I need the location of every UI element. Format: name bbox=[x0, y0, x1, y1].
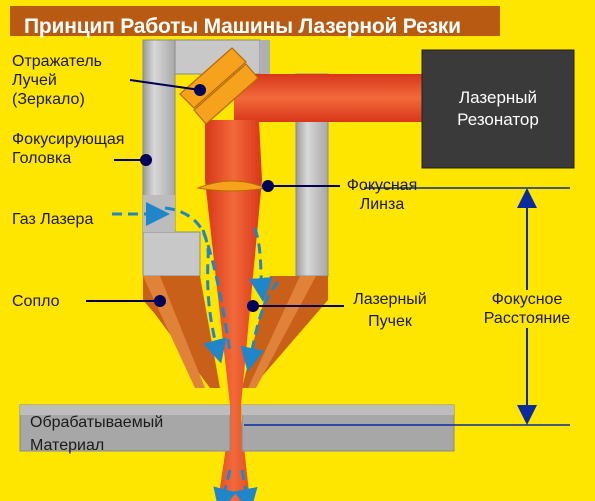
leader-lines bbox=[86, 79, 344, 312]
nozzle-label: Сопло bbox=[12, 293, 60, 310]
focal-distance-label: Фокусное Расстояние bbox=[466, 290, 588, 328]
workpiece-material bbox=[19, 404, 455, 452]
laser-beam-vertical bbox=[205, 120, 262, 501]
reflector-label-line1: Отражатель bbox=[12, 53, 103, 70]
focusing-head-label-line1: Фокусирующая bbox=[12, 131, 125, 148]
laser-resonator-box bbox=[421, 49, 575, 169]
focal-lens-label-line1: Фокусная bbox=[346, 177, 418, 194]
focal-distance-label-line2: Расстояние bbox=[483, 310, 571, 327]
focal-distance-label-line1: Фокусное bbox=[491, 291, 563, 308]
title-bar: Принцип Работы Машины Лазерной Резки bbox=[10, 6, 500, 38]
laser-beam-label-line1: Лазерный bbox=[353, 291, 427, 308]
resonator-label-line2: Резонатор bbox=[457, 110, 539, 129]
focusing-head-label: Фокусирующая Головка bbox=[12, 130, 124, 168]
reflector-label: Отражатель Лучей (Зеркало) bbox=[12, 52, 102, 109]
workpiece-label-line2: Материал bbox=[30, 437, 105, 454]
laser-beam-label: Лазерный Пучек bbox=[342, 290, 438, 331]
focusing-head-label-line2: Головка bbox=[12, 150, 72, 167]
reflector-label-line3: (Зеркало) bbox=[12, 91, 85, 108]
gas-flow-arrows bbox=[112, 202, 280, 501]
resonator-label: Лазерный Резонатор bbox=[422, 87, 574, 131]
laser-beam-label-line2: Пучек bbox=[368, 313, 412, 330]
workpiece-label-line1: Обрабатываемый bbox=[30, 414, 164, 431]
diagram-title: Принцип Работы Машины Лазерной Резки bbox=[24, 15, 461, 38]
workpiece-label: Обрабатываемый Материал bbox=[30, 413, 163, 455]
reflector-label-line2: Лучей bbox=[12, 72, 57, 89]
focal-lens-label-line2: Линза bbox=[359, 196, 405, 213]
focal-lens-label: Фокусная Линза bbox=[336, 176, 428, 214]
laser-beam-horizontal bbox=[234, 74, 422, 122]
resonator-label-line1: Лазерный bbox=[458, 88, 538, 107]
laser-gas-label: Газ Лазера bbox=[12, 211, 94, 228]
